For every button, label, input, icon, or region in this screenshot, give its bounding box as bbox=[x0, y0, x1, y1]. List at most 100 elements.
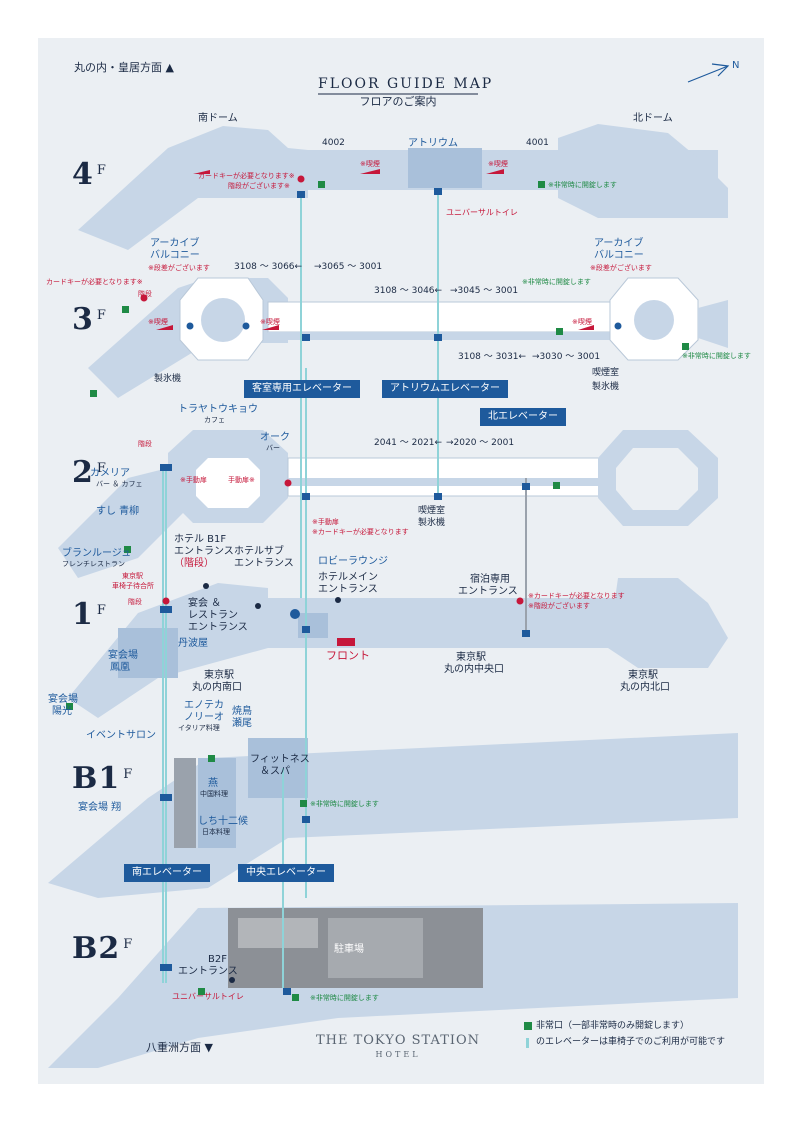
label-event-salon: イベントサロン bbox=[86, 730, 156, 741]
room-range-3f-a2: →3065 ～ 3001 bbox=[314, 262, 383, 272]
legend-elevator-swatch bbox=[526, 1038, 529, 1048]
note-cardkey-3f: カードキーが必要となります※ bbox=[46, 278, 143, 286]
label-staying-entrance-1: 宿泊専用 bbox=[470, 574, 510, 585]
label-blanc-rouge-sub: フレンチレストラン bbox=[62, 560, 125, 568]
label-enoteca-3: イタリア料理 bbox=[178, 724, 220, 732]
label-hotel-b1f-entrance-2: エントランス bbox=[174, 546, 234, 557]
label-south-exit-1: 東京駅 bbox=[204, 670, 234, 681]
label-torayatoukyou: トラヤトウキョウ bbox=[178, 404, 258, 415]
label-ice-3f-north: 製氷機 bbox=[592, 382, 620, 392]
label-atrium: アトリウム bbox=[408, 138, 458, 149]
label-north-dome: 北ドーム bbox=[633, 113, 673, 124]
floor-2f-plan bbox=[58, 430, 718, 578]
label-smoking-room-3f: 喫煙室 bbox=[592, 368, 620, 378]
label-archive-north-2: バルコニー bbox=[594, 250, 644, 261]
label-yakitori-1: 焼鳥 bbox=[232, 706, 252, 717]
label-fitness-2: ＆スパ bbox=[260, 766, 290, 777]
label-ice-3f-south: 製氷機 bbox=[154, 374, 182, 384]
tag-south-elevator: 南エレベーター bbox=[124, 864, 210, 882]
label-south-exit-2: 丸の内南口 bbox=[192, 682, 242, 693]
label-archive-south-2: バルコニー bbox=[150, 250, 200, 261]
label-central-exit-1: 東京駅 bbox=[456, 652, 486, 663]
label-archive-south-1: アーカイブ bbox=[150, 238, 200, 249]
note-emergency-3f-a: ※非常時に開錠します bbox=[522, 278, 591, 286]
label-sushi: すし 青柳 bbox=[96, 506, 140, 517]
label-banquet-tobi: 宴会場 翔 bbox=[78, 802, 122, 813]
hotel-logo-sub: HOTEL bbox=[375, 1050, 421, 1059]
label-enoteca-2: ノリーオ bbox=[184, 712, 224, 723]
label-yakitori-2: 瀬尾 bbox=[232, 718, 252, 729]
label-lobby-lounge: ロビーラウンジ bbox=[318, 556, 388, 567]
note-stairs-4f: 階段がございます※ bbox=[228, 182, 290, 190]
tag-guest-elevator: 客室専用エレベーター bbox=[244, 380, 360, 398]
map-drawing bbox=[48, 63, 738, 1068]
north-label: N bbox=[732, 60, 740, 71]
label-banquet-hoo-2: 鳳凰 bbox=[110, 662, 130, 673]
room-range-3f-c1: 3108 ～ 3031← bbox=[458, 352, 527, 362]
note-cardkey-4f: カードキーが必要となります※ bbox=[198, 172, 295, 180]
label-universal-toilet-b2: ユニバーサルトイレ bbox=[172, 992, 244, 1001]
label-banquet-rest-1: 宴会 ＆ bbox=[188, 598, 222, 609]
direction-top: 丸の内・皇居方面 ▲ bbox=[74, 61, 174, 74]
tag-north-elevator: 北エレベーター bbox=[480, 408, 566, 426]
note-smoking-3f-b: ※喫煙 bbox=[260, 318, 280, 326]
label-banquet-rest-2: レストラン bbox=[188, 610, 238, 621]
note-smoking-3f-c: ※喫煙 bbox=[572, 318, 592, 326]
label-hotel-sub-entrance-1: ホテルサブ bbox=[234, 546, 284, 557]
label-room-4001: 4001 bbox=[526, 138, 549, 148]
note-emergency-3f-b: ※非常時に開錠します bbox=[682, 352, 751, 360]
archive-dots bbox=[186, 322, 622, 619]
entrance-points bbox=[203, 583, 341, 983]
label-front: フロント bbox=[326, 649, 370, 662]
label-bar: バー bbox=[266, 444, 280, 452]
label-shichi-2: 日本料理 bbox=[202, 828, 230, 836]
page-title: FLOOR GUIDE MAP bbox=[318, 76, 494, 92]
note-wheelchair-1f-1: 東京駅 bbox=[122, 572, 143, 580]
room-range-2f-b: →2020 ～ 2001 bbox=[446, 438, 515, 448]
emergency-exit-markers bbox=[66, 181, 689, 1001]
label-en-2: 中国料理 bbox=[200, 790, 228, 798]
label-banquet-yoko-1: 宴会場 bbox=[48, 694, 78, 705]
label-central-exit-2: 丸の内中央口 bbox=[444, 664, 504, 675]
room-range-3f-c2: →3030 ～ 3001 bbox=[532, 352, 601, 362]
label-b2f-entrance-2: エントランス bbox=[178, 966, 238, 977]
label-shichi-1: しち十二候 bbox=[198, 816, 248, 827]
note-smoking-4f-a: ※喫煙 bbox=[360, 160, 380, 168]
label-en-1: 燕 bbox=[208, 778, 218, 789]
label-parking: 駐車場 bbox=[334, 944, 364, 955]
note-stairs-3f: 階段 bbox=[138, 290, 152, 298]
note-stairs-2f: 階段 bbox=[138, 440, 152, 448]
note-manual-door-a: ※手動扉 bbox=[180, 476, 207, 484]
label-banquet-rest-3: エントランス bbox=[188, 622, 248, 633]
label-hotel-b1f-entrance-1: ホテル B1F bbox=[174, 534, 227, 545]
note-emergency-b2: ※非常時に開錠します bbox=[310, 994, 379, 1002]
room-range-3f-a1: 3108 ～ 3066← bbox=[234, 262, 303, 272]
direction-bottom: 八重洲方面 ▼ bbox=[146, 1041, 213, 1054]
note-smoking-4f-b: ※喫煙 bbox=[488, 160, 508, 168]
label-fitness-1: フィットネス bbox=[250, 754, 310, 765]
floor-b1f-plan bbox=[48, 733, 738, 898]
label-ice-2f: 製氷機 bbox=[418, 518, 446, 528]
note-emergency-b1: ※非常時に開錠します bbox=[310, 800, 379, 808]
floor-1f-plan bbox=[68, 578, 728, 718]
label-hotel-main-entrance-2: エントランス bbox=[318, 584, 378, 595]
room-range-3f-b2: →3045 ～ 3001 bbox=[450, 286, 519, 296]
label-b2f-entrance-1: B2F bbox=[208, 954, 227, 965]
label-archive-north-1: アーカイブ bbox=[594, 238, 644, 249]
note-archive-north: ※段差がございます bbox=[590, 264, 652, 272]
label-oak: オーク bbox=[260, 432, 290, 443]
legend-wheelchair-elevator: のエレベーターは車椅子でのご利用が可能です bbox=[536, 1037, 726, 1047]
red-markers bbox=[140, 169, 594, 646]
label-camelia-sub: バー ＆ カフェ bbox=[96, 480, 143, 488]
north-arrow bbox=[687, 63, 730, 83]
hotel-logo: THE TOKYO STATION bbox=[315, 1033, 481, 1048]
tag-central-elevator: 中央エレベーター bbox=[238, 864, 334, 882]
label-smoking-room-2f: 喫煙室 bbox=[418, 506, 446, 516]
note-smoking-3f-a: ※喫煙 bbox=[148, 318, 168, 326]
label-tanbaya: 丹波屋 bbox=[178, 638, 208, 649]
floor-3f-plan bbox=[88, 277, 728, 398]
